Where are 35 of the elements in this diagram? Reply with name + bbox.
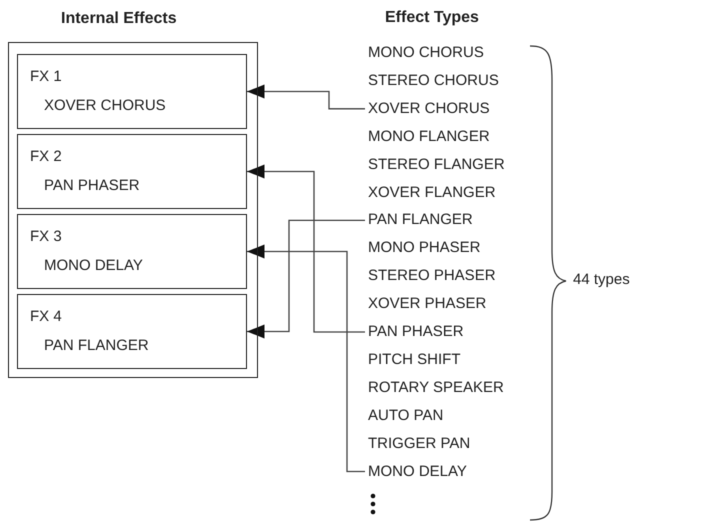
effect-type-label: STEREO FLANGER bbox=[368, 156, 505, 174]
slot-number: FX 1 bbox=[30, 68, 62, 86]
effect-name: PAN PHASER bbox=[44, 177, 140, 195]
connector-arrow bbox=[247, 84, 365, 110]
effect-slot-box bbox=[17, 134, 247, 209]
effect-type-label: MONO CHORUS bbox=[368, 44, 484, 62]
effect-type-label: XOVER PHASER bbox=[368, 295, 486, 314]
column-heading: Internal Effects bbox=[61, 10, 177, 28]
effect-type-label: STEREO PHASER bbox=[368, 267, 496, 286]
effect-type-label: MONO DELAY bbox=[368, 462, 467, 480]
slot-number: FX 3 bbox=[30, 228, 62, 246]
effect-type-label: AUTO PAN bbox=[368, 406, 444, 425]
effect-type-label: XOVER FLANGER bbox=[368, 184, 496, 202]
count-label: 44 types bbox=[573, 271, 630, 289]
slot-number: FX 4 bbox=[30, 308, 62, 326]
column-heading: Effect Types bbox=[385, 9, 479, 27]
effect-type-label: PAN FLANGER bbox=[368, 211, 473, 230]
slot-number: FX 2 bbox=[30, 148, 62, 166]
effect-type-label: STEREO CHORUS bbox=[368, 72, 499, 90]
effect-type-label: ROTARY SPEAKER bbox=[368, 378, 504, 397]
effect-name: MONO DELAY bbox=[44, 257, 143, 275]
effect-slot-box bbox=[17, 214, 247, 289]
effect-type-label: PAN PHASER bbox=[368, 323, 464, 341]
effect-type-label: TRIGGER PAN bbox=[368, 434, 470, 453]
effect-type-label: PITCH SHIFT bbox=[368, 350, 460, 369]
effect-slot-box bbox=[17, 54, 247, 129]
connector-arrow bbox=[247, 220, 365, 338]
effect-type-label: MONO PHASER bbox=[368, 239, 481, 258]
connector-arrow bbox=[247, 164, 365, 333]
connector-arrow bbox=[247, 244, 365, 472]
effect-name: XOVER CHORUS bbox=[44, 97, 166, 115]
effect-name: PAN FLANGER bbox=[44, 337, 149, 355]
effect-type-label: XOVER CHORUS bbox=[368, 100, 490, 118]
effect-type-label: MONO FLANGER bbox=[368, 128, 490, 146]
effect-slot-box bbox=[17, 294, 247, 369]
